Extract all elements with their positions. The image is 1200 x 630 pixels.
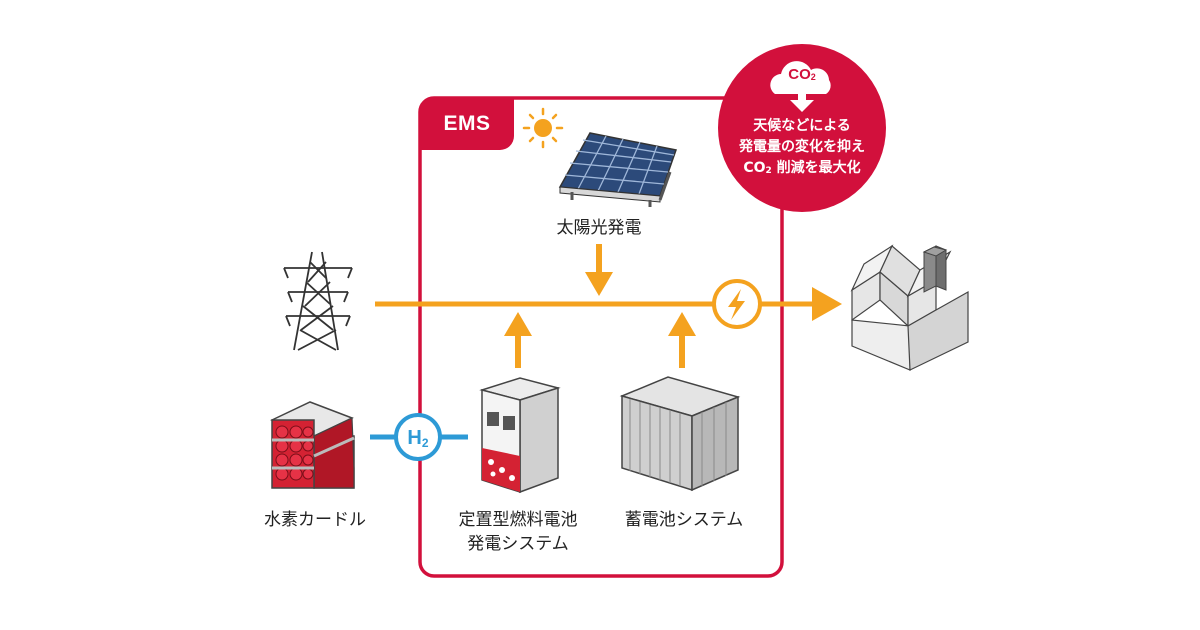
co2-callout-circle [718, 44, 886, 212]
solar-label: 太陽光発電 [556, 218, 642, 238]
ems-frame [418, 96, 784, 578]
co2-callout-line2: 発電量の変化を抑え [739, 139, 865, 155]
h2-badge-text: H2 [407, 427, 428, 450]
battery-container-icon [619, 376, 741, 492]
lightning-icon [712, 279, 762, 329]
h2-badge [394, 413, 442, 461]
hydrogen-label: 水素カードル [264, 510, 366, 530]
fuel-cell-label: 定置型燃料電池 発電システム [448, 508, 588, 556]
factory-icon [850, 244, 969, 371]
sun-icon [522, 107, 564, 149]
fuel-cell-up-arrow [504, 312, 532, 368]
co2-callout-line3: CO2 削減を最大化 [743, 160, 861, 176]
co2-callout-text: 天候などによる 発電量の変化を抑え CO2 削減を最大化 [718, 116, 886, 182]
co2-cloud-icon [770, 61, 831, 112]
ems-label: EMS [420, 98, 514, 150]
solar-down-arrow [585, 244, 613, 296]
fuel-cell-label-line1: 定置型燃料電池 [458, 510, 578, 530]
hydrogen-cylinder-icon [270, 401, 355, 489]
battery-up-arrow [668, 312, 696, 368]
fuel-cell-label-line2: 発電システム [467, 534, 569, 554]
fuel-cell-unit-icon [479, 377, 561, 494]
co2-icon-text: CO2 [788, 66, 816, 83]
transmission-tower-icon [283, 251, 353, 351]
power-line-arrowhead [812, 287, 842, 321]
solar-panel-icon [558, 132, 677, 207]
battery-label: 蓄電池システム [624, 510, 744, 530]
co2-callout-line1: 天候などによる [753, 118, 851, 134]
